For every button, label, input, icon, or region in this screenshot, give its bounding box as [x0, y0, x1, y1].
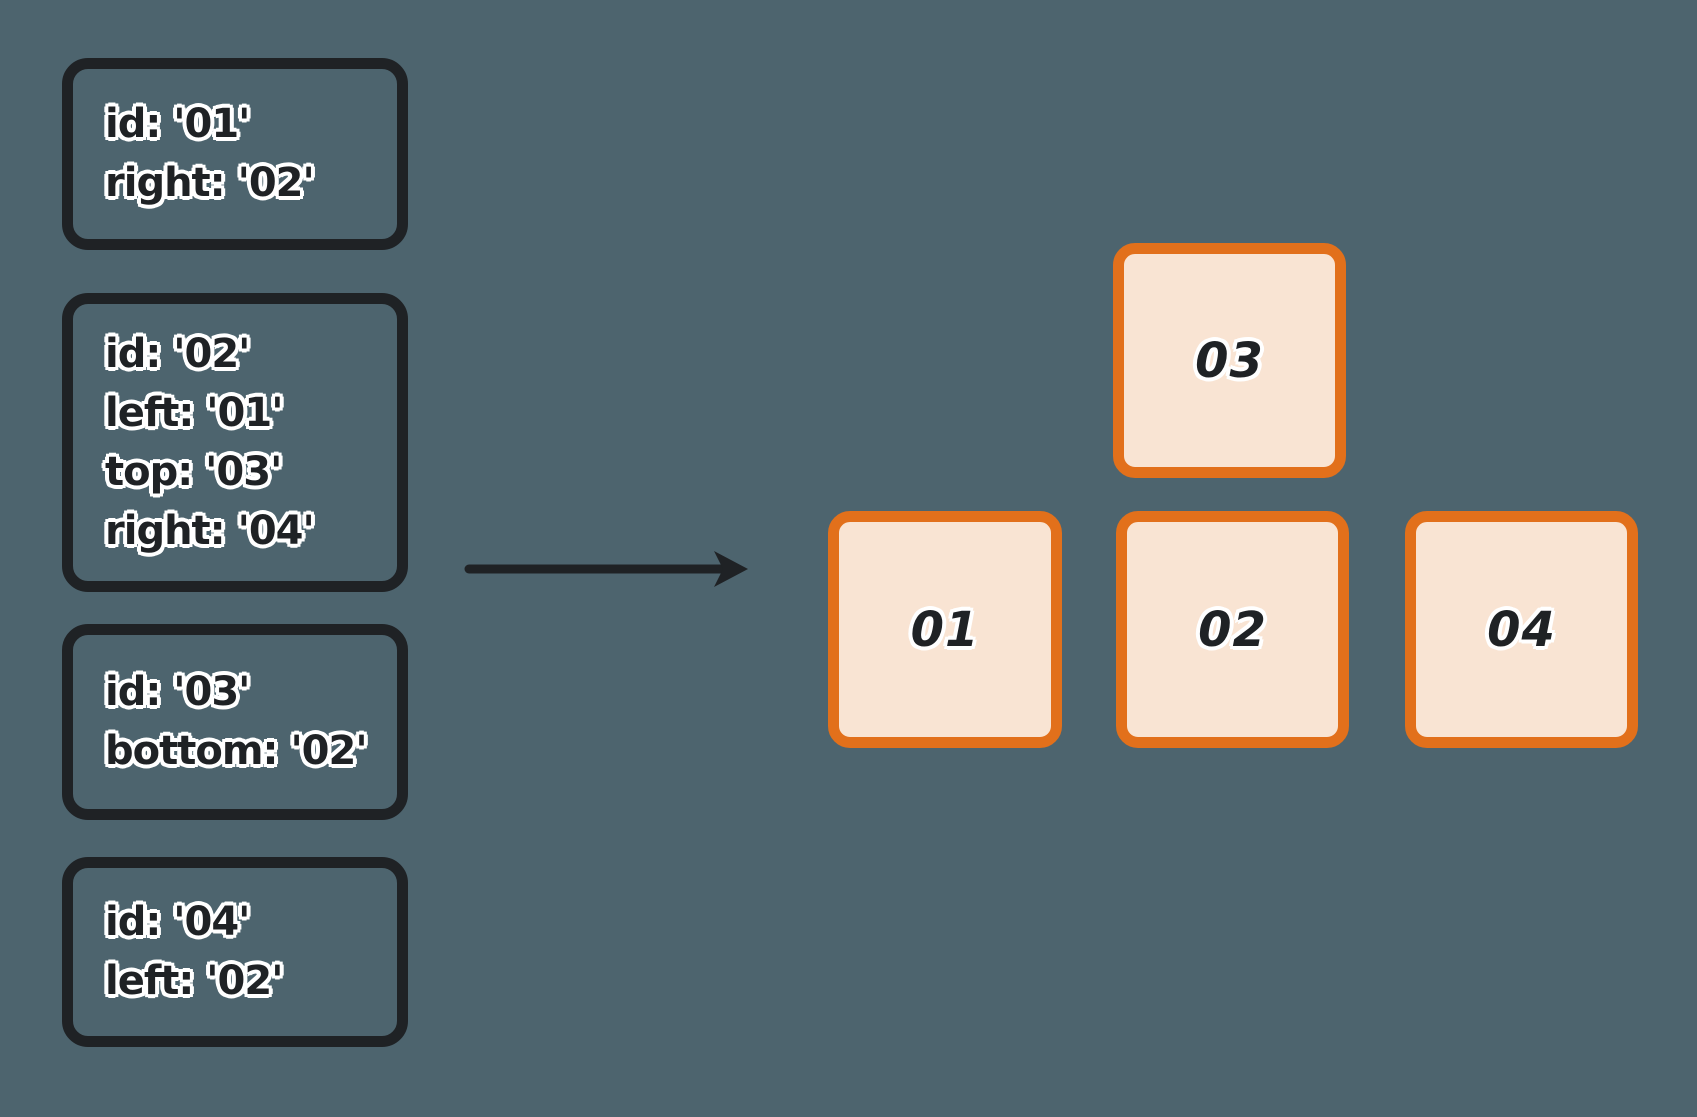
result-card-02: 02	[1116, 511, 1349, 748]
node-02-property-top: top: '03'	[105, 448, 282, 495]
result-card-03: 03	[1113, 243, 1346, 478]
node-01-property-right: right: '02'	[105, 160, 315, 206]
node-03-property-id: id: '03'	[105, 669, 250, 715]
node-04-property-id: id: '04'	[105, 899, 250, 945]
source-node-03: id: '03' bottom: '02'	[62, 624, 408, 820]
node-02-property-id: id: '02'	[105, 330, 250, 377]
node-01-property-id: id: '01'	[105, 101, 250, 147]
right-arrow-icon	[464, 551, 748, 587]
card-02-label: 02	[1198, 601, 1267, 658]
node-02-property-left: left: '01'	[105, 389, 283, 436]
node-02-property-right: right: '04'	[105, 507, 315, 554]
card-03-label: 03	[1195, 332, 1264, 389]
node-03-property-bottom: bottom: '02'	[105, 728, 368, 774]
source-node-01: id: '01' right: '02'	[62, 58, 408, 250]
node-04-property-left: left: '02'	[105, 958, 283, 1004]
source-node-04: id: '04' left: '02'	[62, 857, 408, 1047]
result-card-01: 01	[828, 511, 1062, 748]
card-04-label: 04	[1487, 601, 1556, 658]
card-01-label: 01	[910, 601, 980, 658]
source-node-02: id: '02' left: '01' top: '03' right: '04…	[62, 293, 408, 592]
result-card-04: 04	[1405, 511, 1638, 748]
